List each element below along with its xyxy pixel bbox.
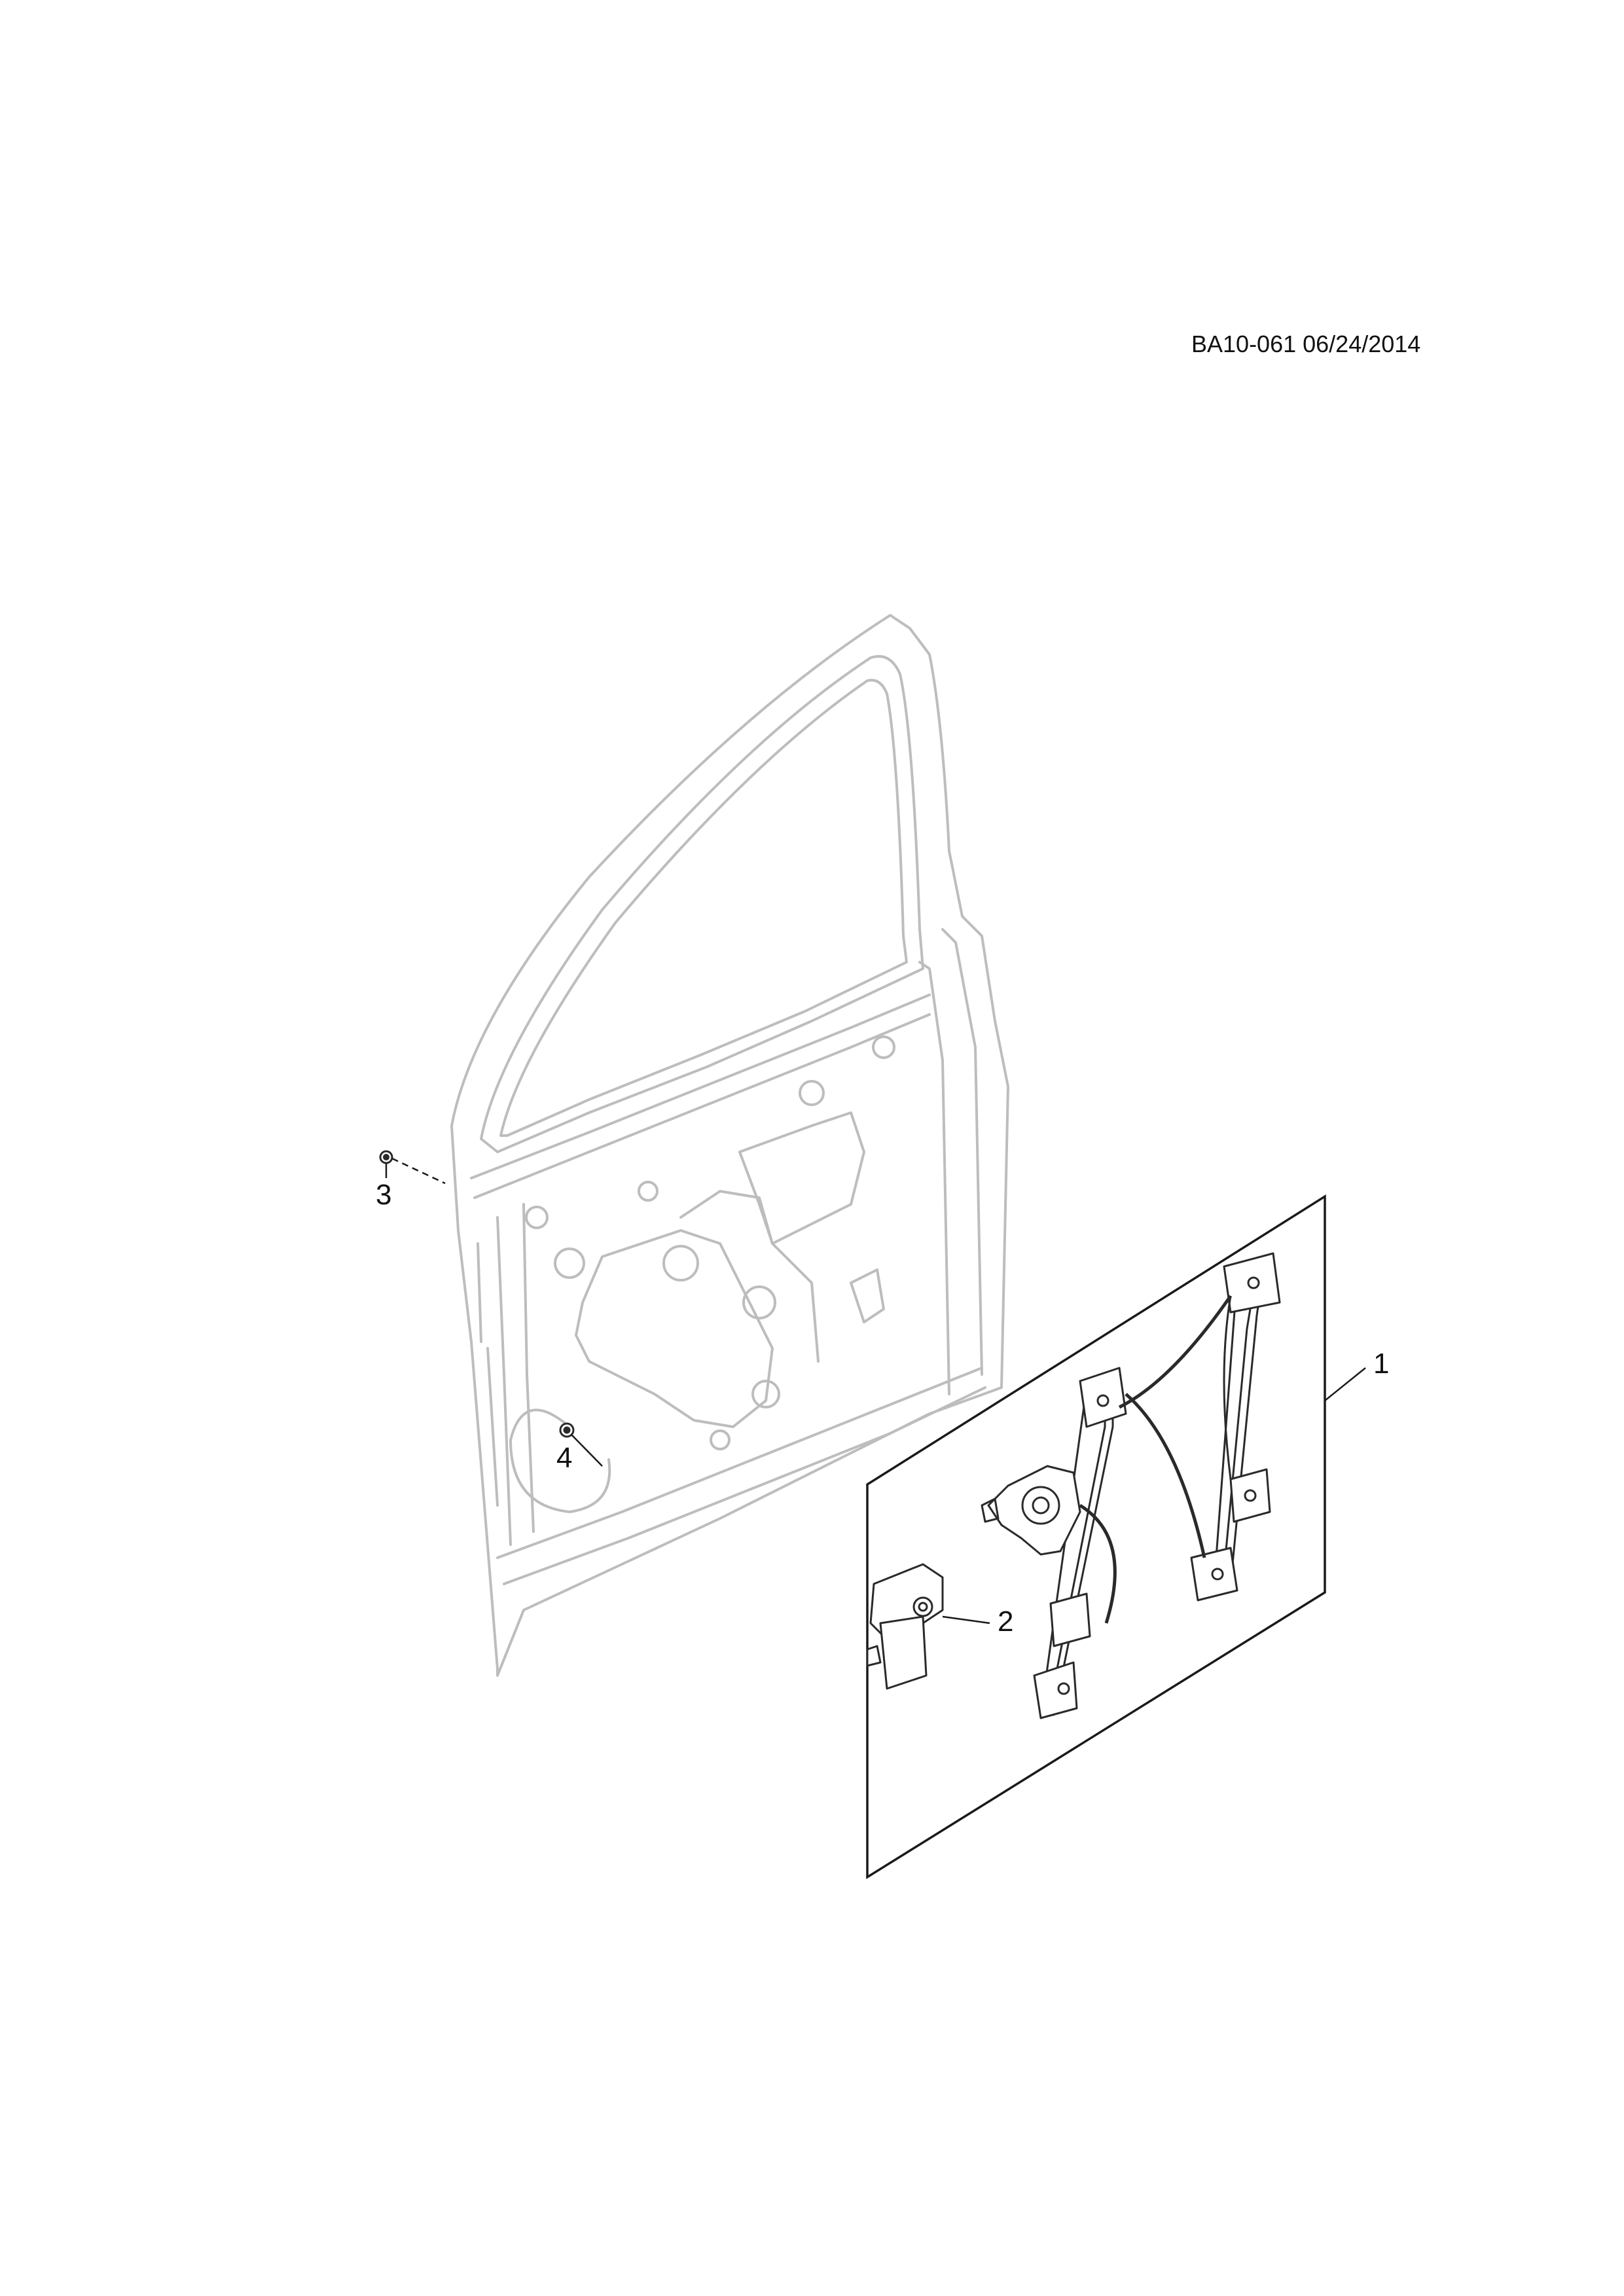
door-shell (450, 614, 1009, 1677)
motor-body (879, 1615, 928, 1690)
front-edge-2 (522, 1203, 535, 1533)
fastener-3 (1057, 1682, 1070, 1695)
callout-3: 3 (376, 1179, 392, 1211)
nut (559, 1422, 575, 1438)
mount-tab (981, 1498, 1000, 1523)
front-mid-bracket (1049, 1592, 1091, 1647)
lock-bracket (850, 1268, 885, 1323)
leader-2 (942, 1615, 990, 1624)
inner-panel (738, 1111, 865, 1245)
leader-3b (391, 1157, 446, 1185)
callout-4: 4 (556, 1442, 573, 1474)
rear-mid-bracket (1229, 1468, 1271, 1523)
cable-2 (1125, 1393, 1206, 1558)
belt-line-2 (473, 1013, 931, 1199)
motor-output-hub (918, 1602, 928, 1612)
front-edge (496, 1216, 512, 1546)
hole-2 (662, 1245, 699, 1282)
motor-gearbox (869, 1563, 944, 1638)
rear-rail (1213, 1268, 1265, 1585)
bottom-sill (496, 1367, 983, 1559)
hinge-pillar-2 (918, 961, 950, 1395)
group-frame (866, 1194, 1326, 1880)
regulator-group (866, 1194, 1326, 1880)
drum-hub (1032, 1496, 1050, 1515)
rear-pillar-line (477, 1242, 499, 1507)
front-bottom-bracket (1033, 1661, 1078, 1719)
hole-9 (710, 1429, 731, 1450)
rear-top-bracket (1223, 1252, 1281, 1314)
motor-connector (866, 1645, 882, 1667)
rear-bottom-bracket (1190, 1547, 1238, 1602)
window-opening (480, 655, 924, 1153)
bolt (379, 1150, 393, 1164)
door-outer-outline (450, 614, 1009, 1677)
hole-8 (525, 1206, 549, 1229)
callout-1: 1 (1373, 1348, 1390, 1380)
cable-3 (1079, 1503, 1117, 1624)
document-reference: BA10-061 06/24/2014 (1191, 331, 1421, 357)
hole-4 (799, 1080, 825, 1106)
rear-rail-inner (1223, 1276, 1257, 1571)
hole-5 (872, 1035, 895, 1059)
leader-1 (1324, 1367, 1366, 1401)
hole-1 (554, 1247, 585, 1279)
window-motor (866, 1563, 944, 1690)
bottom-sill-2 (503, 1386, 986, 1585)
fastener-1 (1096, 1394, 1110, 1407)
callout-2: 2 (998, 1605, 1014, 1638)
inner-rib (679, 1190, 820, 1363)
belt-line (470, 994, 931, 1179)
hole-3 (742, 1285, 776, 1319)
window-regulator-assembly (981, 1252, 1281, 1719)
fastener-5 (1211, 1568, 1224, 1581)
front-top-bracket (1079, 1367, 1127, 1428)
window-opening-inner (499, 679, 908, 1137)
leader-lines (385, 1157, 1366, 1624)
leader-4 (571, 1434, 603, 1467)
drum (1021, 1486, 1060, 1525)
fastener-4 (1244, 1489, 1257, 1502)
hinge-pillar (941, 928, 983, 1376)
cable-4 (1223, 1295, 1232, 1480)
hole-7 (638, 1181, 659, 1202)
fastener-2 (1247, 1276, 1260, 1289)
hole-6 (751, 1380, 780, 1408)
speaker-recess (509, 1408, 611, 1513)
access-hole (575, 1229, 774, 1428)
cable-1 (1118, 1295, 1233, 1409)
